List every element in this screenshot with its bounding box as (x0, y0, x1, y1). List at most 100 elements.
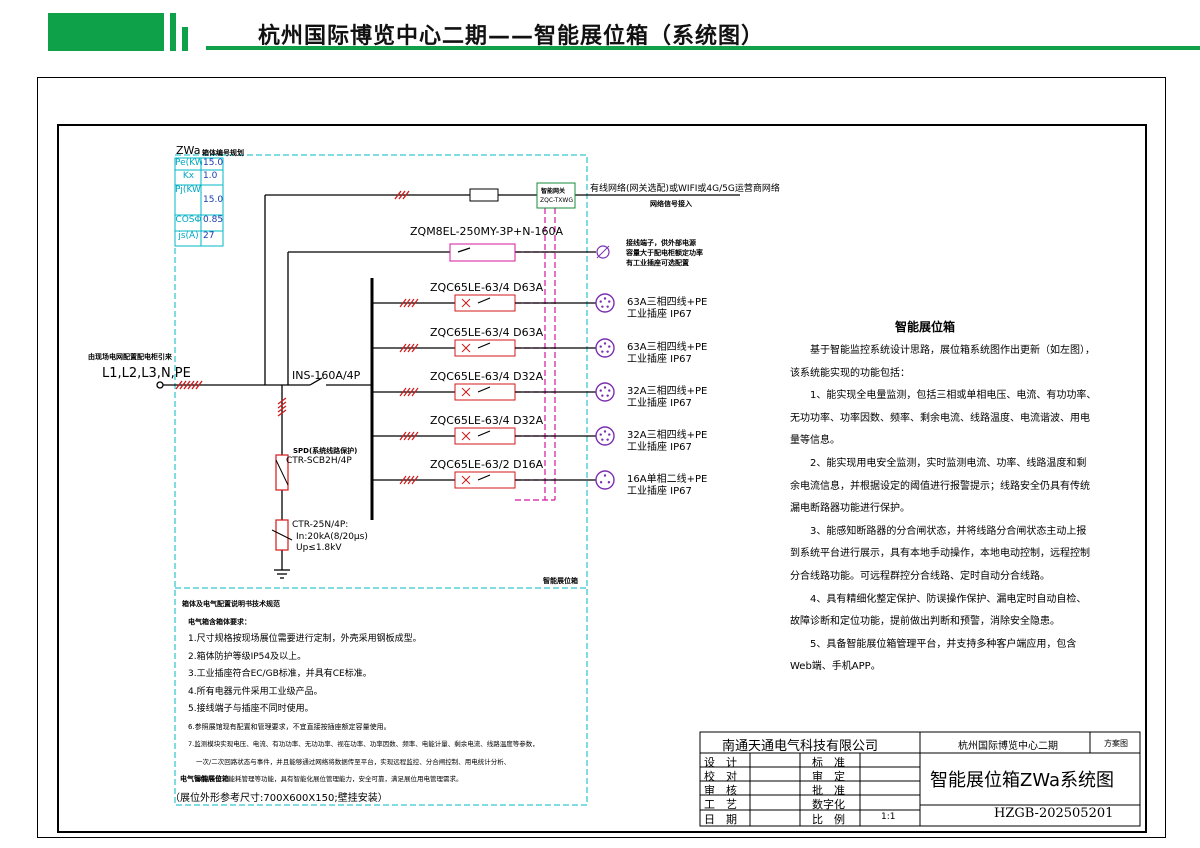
company-name: 南通天通电气科技有限公司 (722, 739, 879, 754)
title-block-left-label: 设 计 (704, 756, 737, 769)
arrester-up: Up≤1.8kV (296, 543, 342, 553)
size-label: 电气智能展位箱 (180, 775, 229, 783)
project-name: 杭州国际博览中心二期 (958, 741, 1058, 752)
arrester-model: CTR-25N/4P: (292, 520, 349, 530)
gateway-model: ZQC-TXWG (540, 197, 573, 204)
notes-line: 箱体及电气配置说明书技术规范 (182, 600, 280, 608)
feeder-ip-label: 工业插座 IP67 (627, 354, 692, 365)
description-line: 4、具有精细化整定保护、防误操作保护、漏电定时自动自检、 (810, 593, 1087, 605)
notes-line: 故障告警、能耗管理等功能，具有智能化展位管理能力，安全可靠，满足展位用电管理需求… (196, 775, 463, 783)
param-value: 0.85 (203, 215, 224, 225)
title-block-mid-label: 比 例 (812, 813, 845, 826)
notes-line: 5.接线端子与插座不同时使用。 (188, 704, 314, 714)
page-title: 杭州国际博览中心二期——智能展位箱（系统图） (258, 24, 765, 49)
top-note-2: 容量大于配电柜额定功率 (626, 249, 703, 257)
spd-model: CTR-SCB2H/4P (286, 456, 352, 466)
feeder-breaker-label: ZQC65LE-63/4 D63A (430, 326, 544, 339)
gateway-box (536, 182, 576, 209)
incoming-note: 由现场电网配置配电柜引来 (88, 353, 172, 361)
notes-line: 一次/二次回路状态与事件，并且能够通过网络将数据传至平台，实现远程监控、分合闸控… (196, 757, 511, 766)
drawing-stage: 方案图 (1104, 739, 1128, 748)
top-note-3: 有工业插座可选配置 (626, 259, 689, 267)
feeder-circuit (372, 426, 615, 446)
title-block-left-label: 工 艺 (704, 798, 737, 811)
param-label: COSΦ (175, 215, 202, 225)
drawing-number: HZGB-202505201 (994, 806, 1114, 821)
description-body: 基于智能监控系统设计思路，展位箱系统图作出更新（如左图）， 该系统能实现的功能包… (790, 340, 1097, 679)
feeder-circuit (372, 470, 615, 490)
feeder-circuit (372, 382, 615, 402)
param-label: Pe(KW) (175, 158, 202, 168)
description-line: 1、能实现全电量监测，包括三相或单相电压、电流、有功功率、 (810, 390, 1097, 402)
notes-line: 6.参照展馆现有配置和管理要求，不宜直接按插座额定容量使用。 (188, 722, 391, 731)
description-title: 智能展位箱 (895, 320, 956, 334)
notes-line: 电气箱含箱体要求： (188, 617, 251, 626)
description-line: Web端、手机APP。 (790, 661, 881, 673)
notes-line: 2.箱体防护等级IP54及以上。 (188, 651, 307, 662)
param-label: Kx (182, 171, 195, 181)
description-line: 漏电断路器功能进行保护。 (790, 503, 910, 515)
size-text: （展位外形参考尺寸:700X600X150;壁挂安装） (170, 793, 388, 804)
title-block-mid-label: 数字化 (812, 798, 845, 811)
drawing-frame (57, 124, 1147, 833)
param-value: 1.0 (203, 171, 218, 181)
feeder-breaker-label: ZQC65LE-63/2 D16A (430, 458, 544, 471)
notes-line: 7.监测模块实现电压、电流、有功功率、无功功率、视在功率、功率因数、频率、电能计… (188, 740, 539, 748)
gateway-label: 智能网关 (541, 188, 566, 195)
feeder-socket-label: 16A单相二线+PE (627, 474, 708, 485)
description-line: 余电流信息，并根据设定的阈值进行报警提示；线路安全仍具有传统 (790, 480, 1090, 492)
box-boundary-label: 智能展位箱 (543, 577, 578, 585)
description-line: 分合线路功能。可远程群控分合线路、定时自动分合线路。 (790, 570, 1050, 582)
feeder-socket-label: 32A三相四线+PE (627, 430, 708, 441)
notes-line: 1.尺寸规格按现场展位需要进行定制，外壳采用钢板成型。 (188, 634, 422, 644)
feeder-socket-label: 32A三相四线+PE (627, 386, 708, 397)
feeder-circuit (372, 338, 615, 358)
scale-value: 1:1 (881, 812, 896, 822)
feeder-ip-label: 工业插座 IP67 (627, 309, 692, 320)
description-line: 2、能实现用电安全监测，实时监测电流、功率、线路温度和剩 (810, 457, 1087, 469)
notes-line: 4.所有电器元件采用工业级产品。 (188, 686, 323, 697)
arrester-in: In:20kA(8/20μs) (296, 532, 368, 542)
description-line: 基于智能监控系统设计思路，展位箱系统图作出更新（如左图）， (810, 345, 1095, 356)
notes-line: 3.工业插座符合EC/GB标准，并具有CE标准。 (188, 669, 372, 679)
feeder-breaker-label: ZQC65LE-63/4 D32A (430, 370, 544, 383)
title-block-left-label: 审 核 (704, 784, 737, 797)
drawing-title: 智能展位箱ZWa系统图 (930, 770, 1115, 791)
feeder-ip-label: 工业插座 IP67 (627, 442, 692, 453)
header-underline (206, 46, 1200, 50)
param-label: Pj(KW) (175, 185, 202, 195)
box-sub: 箱体编号规划 (202, 149, 244, 157)
title-block-mid-label: 批 准 (812, 784, 845, 797)
feeder-ip-label: 工业插座 IP67 (627, 486, 692, 497)
design-notes: 箱体及电气配置说明书技术规范 电气箱含箱体要求： 1.尺寸规格按现场展位需要进行… (182, 596, 582, 789)
header-logo-block (48, 13, 164, 51)
feeder-socket-label: 63A三相四线+PE (627, 297, 708, 308)
description-line: 量等信息。 (790, 435, 840, 447)
feeder-breaker-label: ZQC65LE-63/4 D32A (430, 414, 544, 427)
description-line: 3、能感知断路器的分合闸状态，并将线路分合闸状态主动上报 (810, 525, 1087, 537)
feeder-ip-label: 工业插座 IP67 (627, 398, 692, 409)
title-block-left-label: 日 期 (704, 813, 737, 826)
param-value: 27 (203, 231, 215, 241)
incoming-phases: L1,L2,L3,N,PE (102, 366, 191, 381)
gateway-net-text2: 网络信号接入 (650, 200, 692, 208)
description-line: 5、具备智能展位箱管理平台，并支持多种客户端应用，包含 (810, 638, 1077, 650)
main-breaker-label: INS-160A/4P (292, 369, 361, 382)
feeder-breaker-label: ZQC65LE-63/4 D63A (430, 281, 544, 294)
param-value: 15.0 (203, 195, 224, 205)
spd-label: SPD(系统线路保护) (293, 447, 358, 455)
title-block-mid-label: 审 定 (812, 770, 845, 783)
description-line: 该系统能实现的功能包括： (790, 367, 910, 379)
param-value: 15.0 (203, 158, 224, 168)
description-line: 故障诊断和定位功能，提前做出判断和预警，消除安全隐患。 (790, 616, 1060, 628)
gateway-net-text: 有线网络(网关选配)或WIFI或4G/5G运营商网络 (590, 184, 780, 194)
param-label: js(A) (178, 231, 199, 241)
feeder-socket-label: 63A三相四线+PE (627, 342, 708, 353)
title-block-mid-label: 标 准 (812, 756, 845, 769)
top-note-1: 接线端子，供外部电源 (626, 239, 696, 247)
feeder-circuit (372, 293, 615, 313)
header-logo-stripe-2 (182, 27, 188, 51)
title-block-left-label: 校 对 (704, 770, 737, 783)
description-line: 无功功率、功率因数、频率、剩余电流、线路温度、电流谐波、用电 (790, 412, 1090, 424)
